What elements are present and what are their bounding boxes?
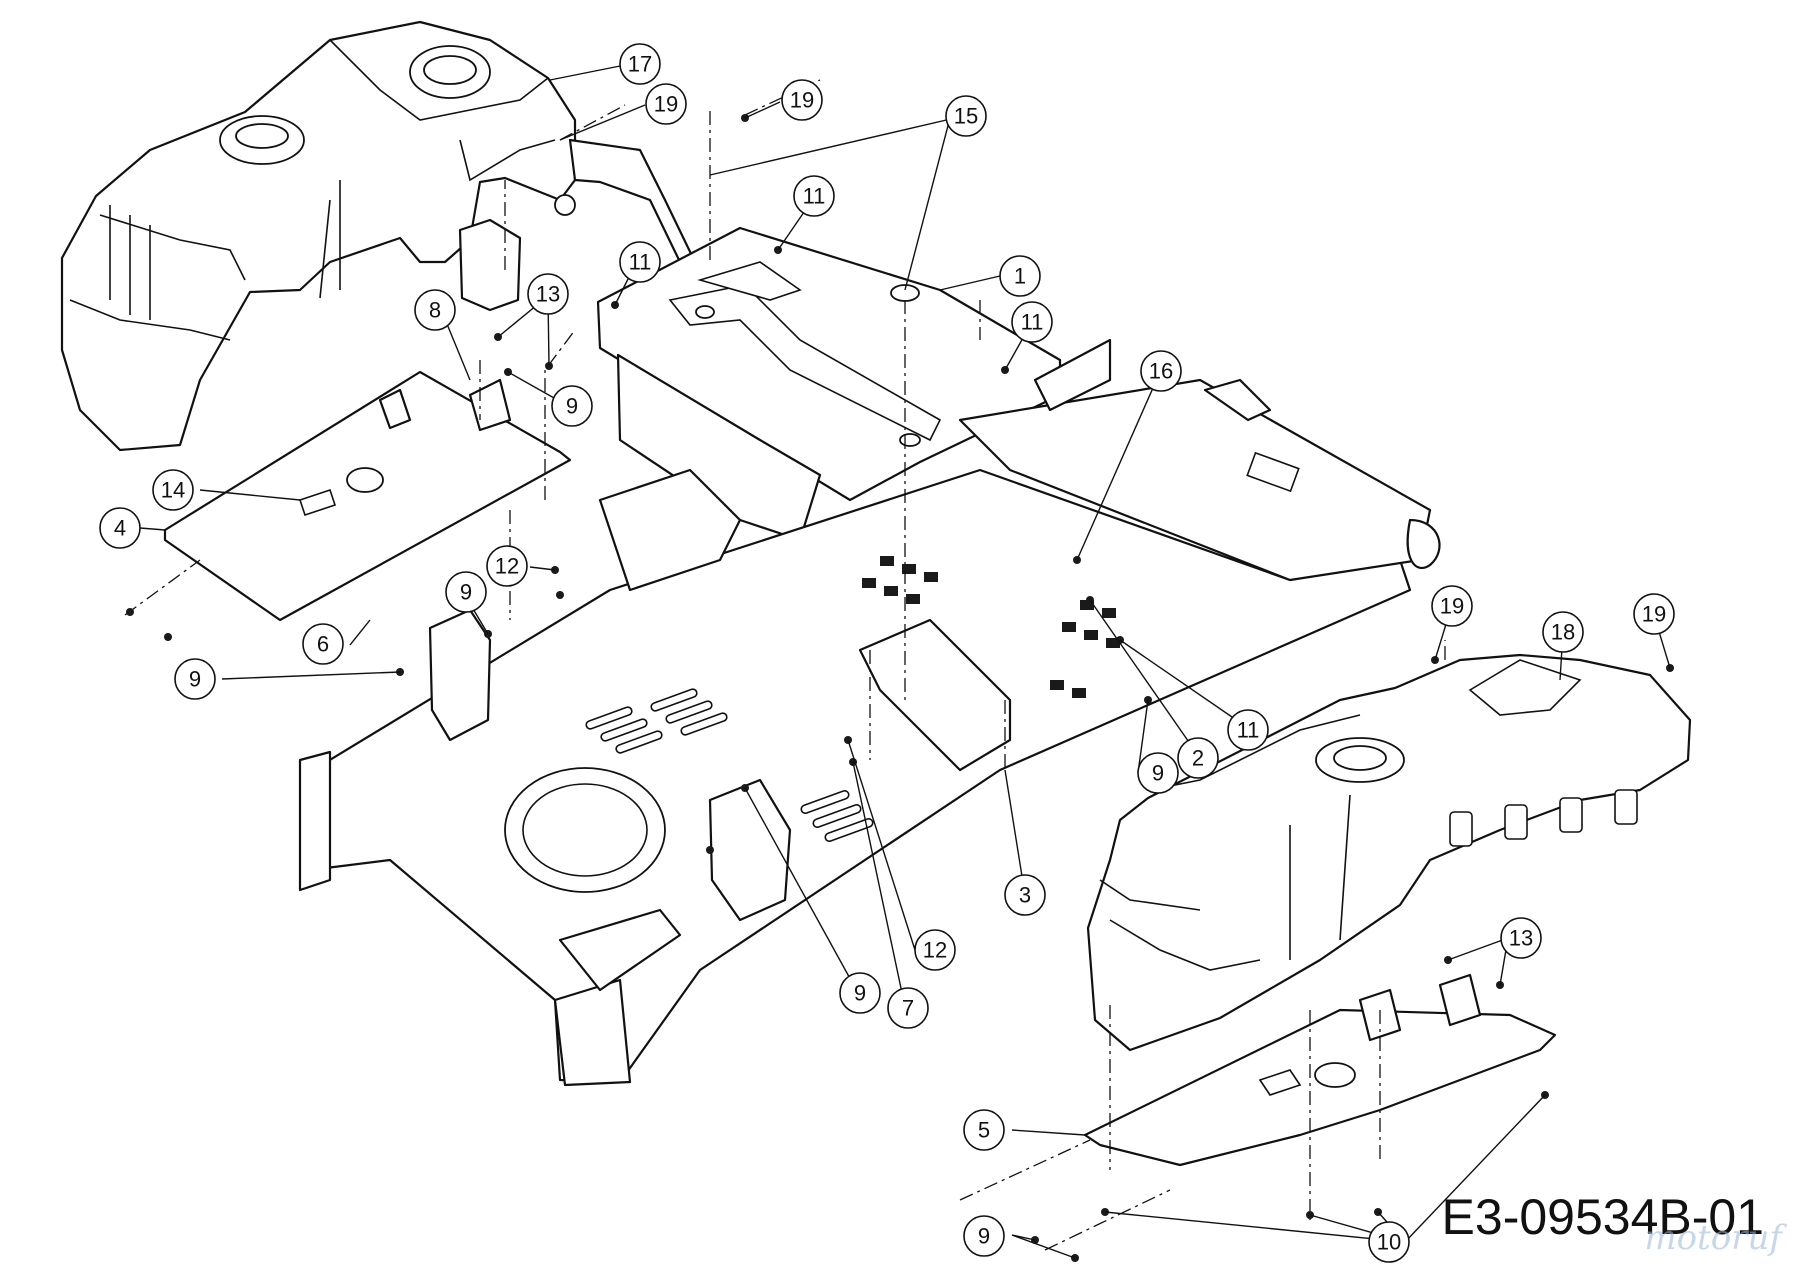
- svg-text:12: 12: [923, 938, 947, 963]
- svg-text:9: 9: [854, 981, 866, 1006]
- callout-1: 1: [999, 255, 1041, 297]
- svg-text:2: 2: [1192, 746, 1204, 771]
- svg-text:17: 17: [628, 52, 652, 77]
- brackets: [428, 468, 1012, 922]
- svg-text:15: 15: [954, 104, 978, 129]
- callout-11: 11: [793, 175, 835, 217]
- callout-19: 19: [645, 83, 687, 125]
- svg-text:18: 18: [1551, 620, 1575, 645]
- callout-9: 9: [445, 571, 487, 613]
- svg-text:19: 19: [790, 88, 814, 113]
- svg-text:9: 9: [566, 394, 578, 419]
- svg-text:11: 11: [629, 250, 652, 275]
- svg-text:9: 9: [1152, 761, 1164, 786]
- callout-13: 13: [527, 273, 569, 315]
- callout-5: 5: [963, 1109, 1005, 1151]
- callout-11: 11: [1011, 301, 1053, 343]
- callout-12: 12: [914, 929, 956, 971]
- svg-text:19: 19: [1642, 602, 1666, 627]
- svg-text:8: 8: [429, 298, 441, 323]
- callout-16: 16: [1140, 350, 1182, 392]
- svg-text:1: 1: [1014, 264, 1026, 289]
- svg-text:9: 9: [189, 667, 201, 692]
- svg-text:12: 12: [495, 554, 519, 579]
- callout-9: 9: [174, 658, 216, 700]
- callout-4: 4: [99, 507, 141, 549]
- svg-text:19: 19: [1440, 594, 1464, 619]
- svg-text:10: 10: [1377, 1230, 1401, 1255]
- callout-9: 9: [551, 385, 593, 427]
- svg-text:11: 11: [803, 184, 826, 209]
- svg-text:13: 13: [1509, 926, 1533, 951]
- callout-11: 11: [619, 241, 661, 283]
- callout-18: 18: [1542, 611, 1584, 653]
- callout-10: 10: [1368, 1221, 1410, 1263]
- svg-text:4: 4: [114, 516, 126, 541]
- callout-2: 2: [1177, 737, 1219, 779]
- svg-text:6: 6: [317, 632, 329, 657]
- watermark-logo: motoruf: [1644, 1218, 1782, 1258]
- callout-19: 19: [781, 79, 823, 121]
- left-fender-shell: [60, 20, 697, 452]
- callout-19: 19: [1633, 593, 1675, 635]
- callout-11: 11: [1227, 709, 1269, 751]
- floor-plate-right: [1083, 973, 1557, 1167]
- seat-plate: [596, 226, 1062, 542]
- callout-8: 8: [414, 289, 456, 331]
- callout-19: 19: [1431, 585, 1473, 627]
- callout-6: 6: [302, 623, 344, 665]
- svg-text:5: 5: [978, 1118, 990, 1143]
- svg-text:3: 3: [1019, 883, 1031, 908]
- svg-text:14: 14: [161, 478, 185, 503]
- svg-text:16: 16: [1149, 359, 1173, 384]
- callout-13: 13: [1500, 917, 1542, 959]
- callout-9: 9: [963, 1215, 1005, 1257]
- callouts: 17 19 19 15 11 11 1 11 13 8 9 16 14 4 12…: [99, 43, 1675, 1263]
- callout-9: 9: [1137, 752, 1179, 794]
- svg-text:11: 11: [1237, 718, 1260, 743]
- frame-square-holes: [862, 556, 1120, 698]
- callout-3: 3: [1004, 874, 1046, 916]
- svg-text:9: 9: [978, 1224, 990, 1249]
- callout-9: 9: [839, 972, 881, 1014]
- svg-text:13: 13: [536, 282, 560, 307]
- assembly-lines: [124, 79, 1446, 1251]
- drawing-code: E3-09534B-01: [1441, 1189, 1764, 1245]
- callout-14: 14: [152, 469, 194, 511]
- svg-text:7: 7: [902, 996, 914, 1021]
- callout-7: 7: [887, 987, 929, 1029]
- svg-text:19: 19: [654, 92, 678, 117]
- callout-15: 15: [945, 95, 987, 137]
- frame-slots-right: [800, 790, 874, 842]
- callout-12: 12: [486, 545, 528, 587]
- frame-slots-left: [585, 688, 728, 754]
- callout-17: 17: [619, 43, 661, 85]
- svg-text:11: 11: [1021, 310, 1044, 335]
- svg-text:9: 9: [460, 580, 472, 605]
